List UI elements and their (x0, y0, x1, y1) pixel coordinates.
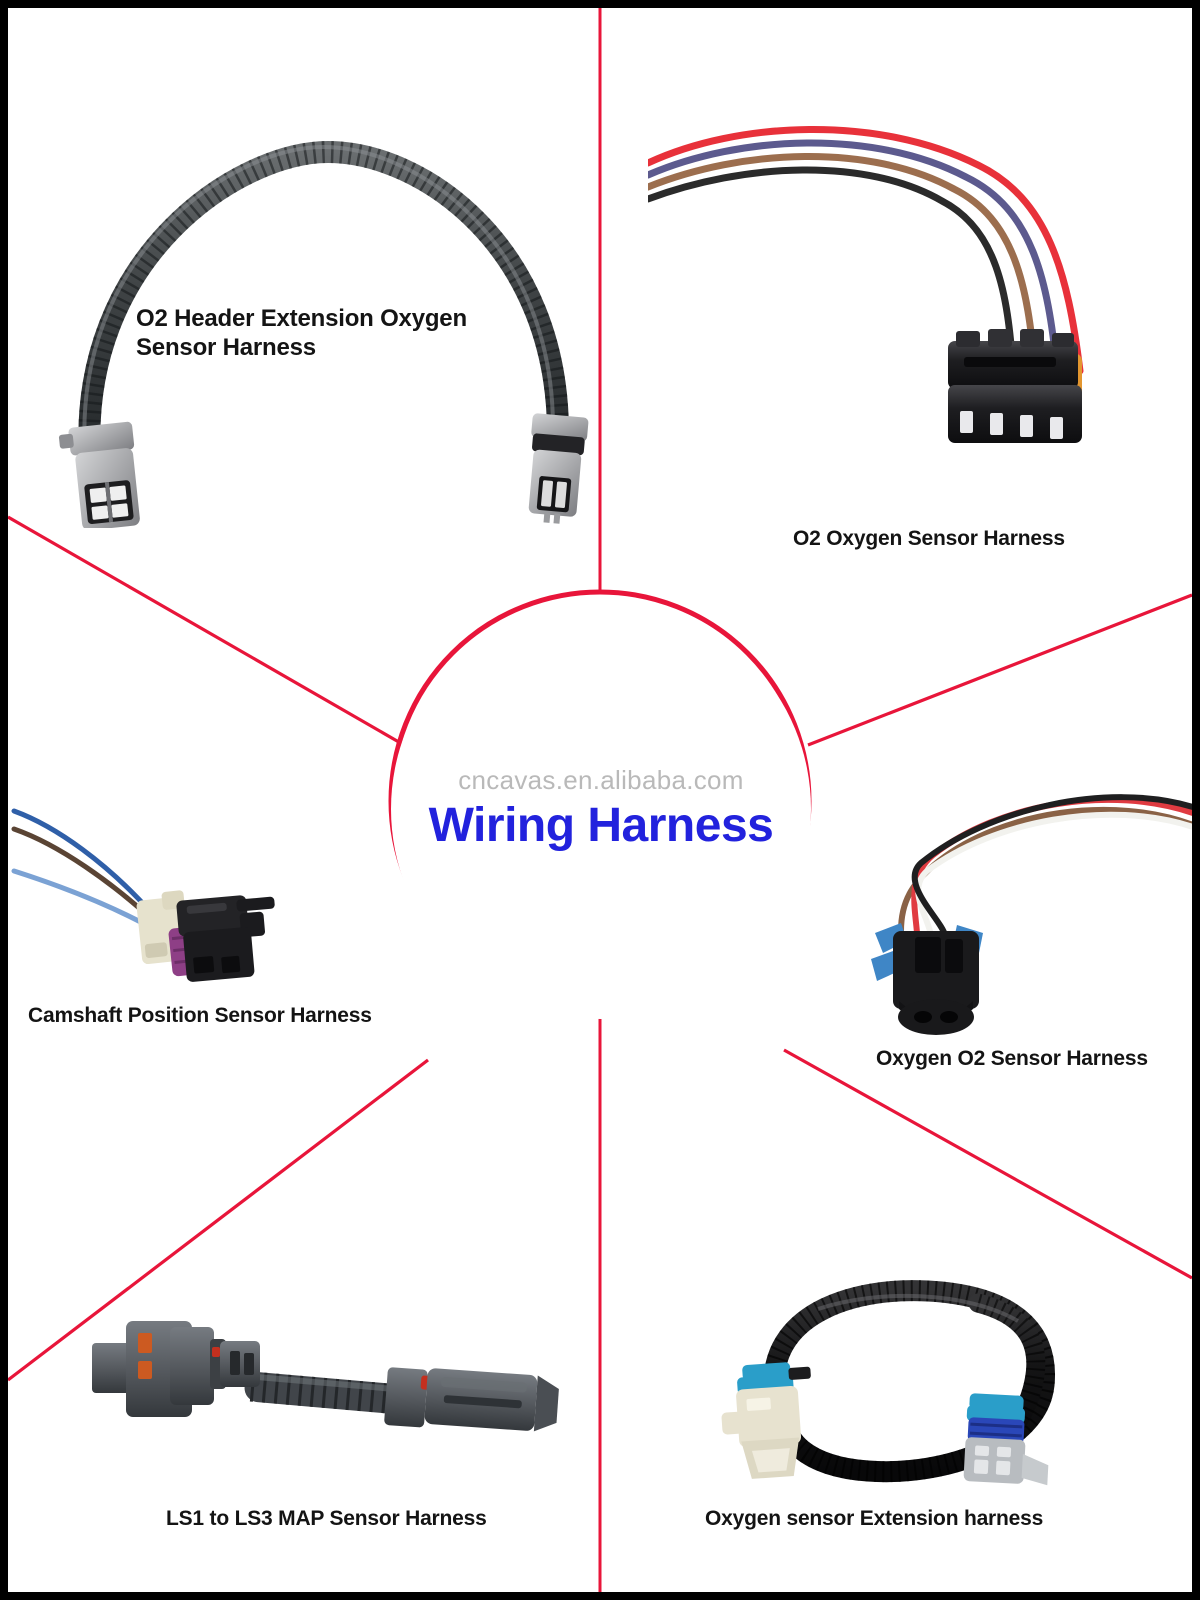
product-image-ls1-to-ls3-map-sensor (68, 1293, 568, 1473)
product-image-o2-header-extension (38, 128, 598, 531)
product-image-oxygen-o2-sensor (853, 783, 1192, 1043)
caption-ls1-to-ls3-map-sensor: LS1 to LS3 MAP Sensor Harness (166, 1507, 487, 1530)
caption-camshaft-position-sensor: Camshaft Position Sensor Harness (28, 1004, 372, 1027)
caption-oxygen-sensor-extension: Oxygen sensor Extension harness (705, 1507, 1044, 1530)
product-image-oxygen-sensor-extension (678, 1263, 1098, 1513)
product-image-o2-oxygen-sensor (644, 103, 1192, 463)
watermark-text: cncavas.en.alibaba.com (458, 765, 744, 795)
center-hub: cncavas.en.alibaba.com Wiring Harness (391, 599, 811, 1019)
product-image-camshaft-position-sensor (8, 783, 308, 1008)
caption-oxygen-o2-sensor: Oxygen O2 Sensor Harness (876, 1047, 1148, 1070)
caption-o2-header-extension: O2 Header Extension Oxygen Sensor Harnes… (136, 305, 467, 362)
page-title: Wiring Harness (428, 799, 774, 852)
caption-o2-oxygen-sensor: O2 Oxygen Sensor Harness (793, 527, 1065, 550)
